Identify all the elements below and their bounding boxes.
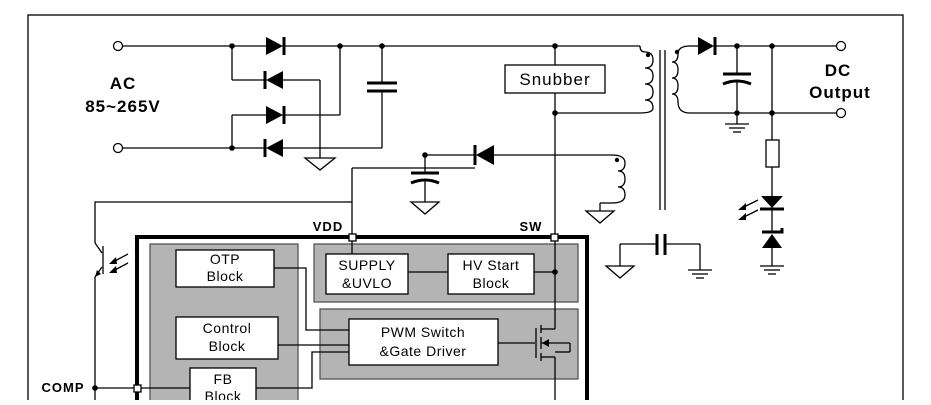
otp-label-2: Block [207,268,244,284]
supply-label-1: SUPPLY [338,257,395,273]
diode-icon [232,106,340,124]
dc-terminal-top [835,40,847,52]
comp-label: COMP [42,380,85,395]
snubber-label: Snubber [519,70,590,89]
secondary-output: DC Output [690,37,871,133]
hvstart-label-1: HV Start [463,257,520,273]
ground-icon [303,157,337,171]
ground-icon [584,210,616,224]
y-capacitor [604,234,712,279]
diode-icon [232,71,320,89]
capacitor-icon [320,43,397,149]
optocoupler: COMP [42,201,352,400]
sw-pin [550,233,559,242]
dc-label: DC [825,61,852,80]
aux-supply [351,145,626,237]
diode-icon [698,37,717,55]
ac-input-section: AC 85~265V [85,40,232,154]
comp-pin [133,384,142,393]
controller-ic: VDD SW OTP Block Control Block FB Block … [135,219,589,405]
ground-icon [725,123,749,133]
diagram-frame [27,14,904,405]
pwm-label-2: &Gate Driver [380,343,467,359]
led-icon [738,196,784,220]
hv-start-block [447,253,535,295]
ground-icon [688,269,712,279]
aux-winding-icon [611,154,626,204]
pwm-switch-block [348,318,499,366]
capacitor-icon [409,168,441,215]
control-label-1: Control [203,320,252,336]
diode-icon [232,37,340,55]
vdd-pin [348,233,357,242]
ground-icon [409,201,441,215]
fb-label-1: FB [214,371,233,387]
phototransistor-icon [94,242,129,278]
bridge-rectifier [229,37,555,171]
feedback-branch [738,113,784,275]
diode-icon [473,145,494,165]
ac-terminal-top [112,40,124,52]
ac-label: AC [110,74,137,93]
fb-label-2: Block [205,388,242,400]
hvstart-label-2: Block [473,275,510,291]
transformer-icon [639,45,691,210]
diode-icon [232,139,320,157]
zener-icon [762,228,784,248]
vdd-label: VDD [313,219,343,234]
supply-label-2: &UVLO [342,275,392,291]
output-label: Output [809,83,871,102]
capacitor-icon [722,46,752,113]
otp-label-1: OTP [210,251,240,267]
control-label-2: Block [209,338,246,354]
control-block [175,316,279,360]
pwm-label-1: PWM Switch [381,324,465,340]
sw-label: SW [520,219,543,234]
resistor-icon [765,139,780,168]
ac-terminal-bottom [112,142,124,154]
dc-terminal-bottom [835,107,847,119]
ground-icon [604,265,636,279]
otp-block [175,249,275,288]
ac-voltage-label: 85~265V [85,97,161,116]
supply-uvlo-block [325,253,409,295]
mosfet-icon [498,325,571,400]
ground-icon [760,265,784,275]
